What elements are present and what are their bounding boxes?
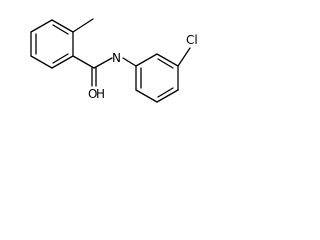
bond — [51, 19, 74, 33]
bond — [135, 89, 158, 103]
bond — [157, 87, 174, 98]
bond — [156, 53, 179, 67]
chemical-structure: O H N Cl — [30, 18, 198, 103]
bond — [72, 18, 94, 33]
atom-label-nitrogen: N — [112, 51, 121, 65]
bond — [51, 55, 74, 69]
bond — [30, 19, 53, 33]
bond — [72, 55, 95, 69]
atom-label-oxygen: O — [88, 87, 97, 101]
atom-label-hydrogen: H — [96, 87, 105, 101]
atom-label-chlorine: Cl — [186, 33, 198, 47]
bond — [156, 89, 179, 103]
bond — [93, 57, 113, 69]
bond — [135, 53, 158, 67]
bond — [177, 47, 191, 67]
bond — [52, 53, 69, 64]
bond — [52, 24, 69, 35]
bond — [30, 55, 53, 69]
bond — [157, 58, 174, 69]
bond — [122, 57, 137, 67]
